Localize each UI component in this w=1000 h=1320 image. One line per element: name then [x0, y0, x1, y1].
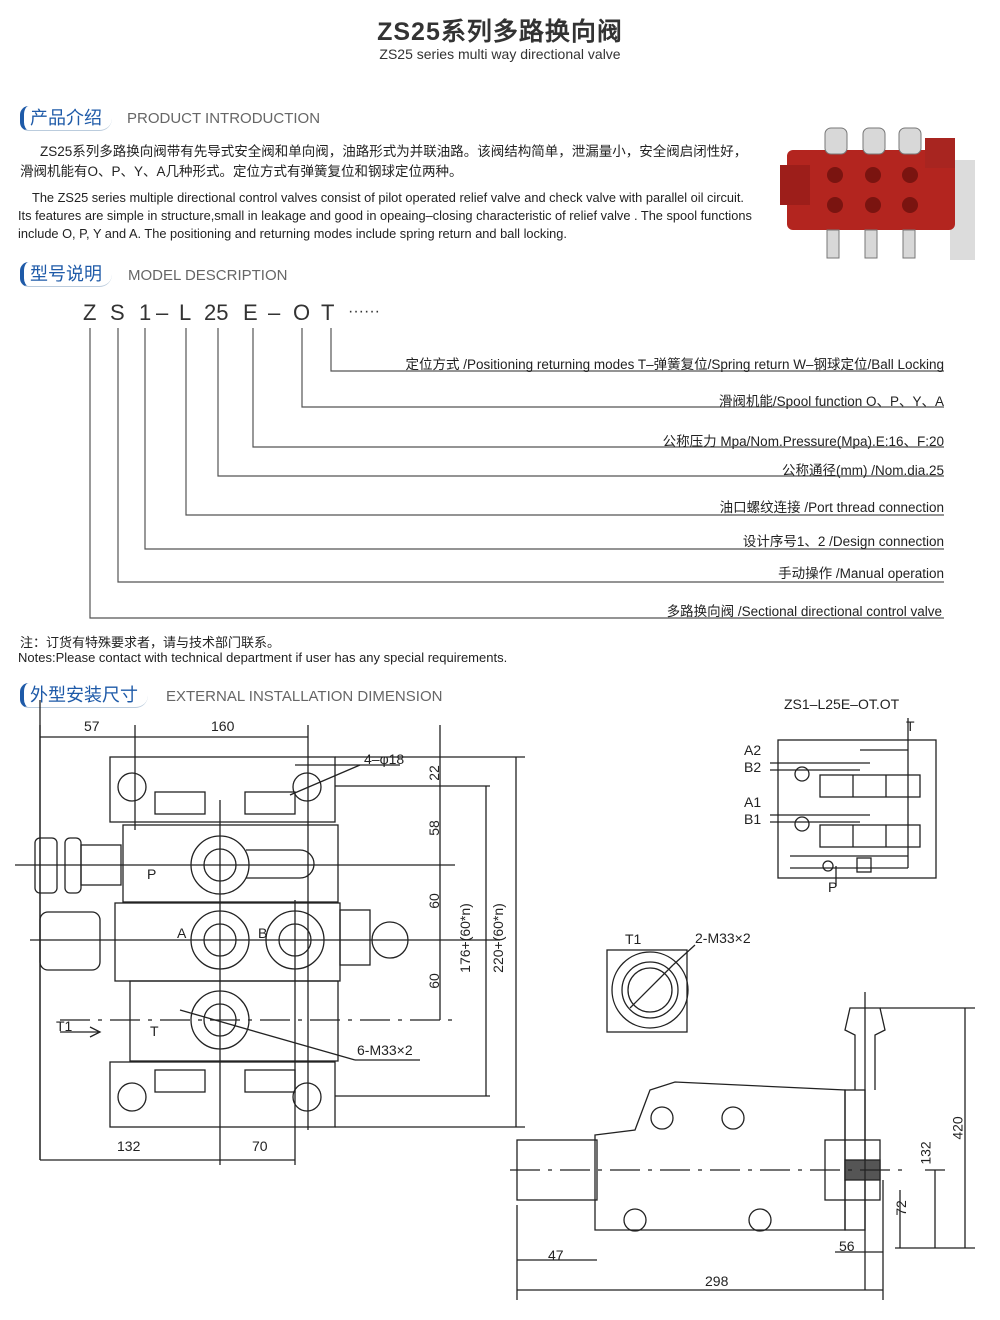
- page-title: ZS25系列多路换向阀: [377, 18, 623, 46]
- section-title-model: MODEL DESCRIPTION: [128, 267, 288, 284]
- model-label-diameter: 公称通径(mm) /Nom.dia.25: [781, 463, 944, 478]
- dim-22: 22: [425, 765, 442, 781]
- model-label-manual: 手动操作 /Manual operation: [778, 566, 944, 581]
- schematic-title: ZS1–L25E–OT.OT: [784, 696, 900, 712]
- model-leader-lines: [89, 328, 944, 619]
- port-t-label: T: [150, 1023, 159, 1039]
- schematic-b1-label: B1: [744, 811, 762, 827]
- code-char: S: [110, 300, 125, 325]
- code-char: –: [156, 300, 169, 325]
- code-char: 1: [139, 300, 152, 325]
- dim-56: 56: [839, 1238, 855, 1254]
- schematic-a2-label: A2: [744, 742, 762, 758]
- dim-220: 220+(60*n): [489, 903, 506, 973]
- model-label-thread: 油口螺纹连接 /Port thread connection: [719, 500, 944, 515]
- schematic-t-label: T: [906, 718, 915, 734]
- port-t1-label: T1: [56, 1018, 73, 1034]
- port-b-label: B: [258, 925, 268, 941]
- code-char: Z: [83, 300, 97, 325]
- code-char: ······: [348, 303, 380, 320]
- dim-58: 58: [425, 820, 442, 836]
- dim-60a: 60: [425, 893, 442, 909]
- port-a-label: A: [177, 925, 187, 941]
- code-char: E: [243, 300, 258, 325]
- section-title-cn: 产品介绍: [30, 108, 102, 128]
- dim-holes: 4–φ18: [364, 751, 405, 767]
- section-title-dimension: EXTERNAL INSTALLATION DIMENSION: [166, 688, 443, 705]
- dim-176: 176+(60*n): [456, 903, 473, 973]
- intro-text-cn: ZS25系列多路换向阀带有先导式安全阀和单向阀，油路形式为并联油路。该阀结构简单…: [20, 144, 748, 179]
- port-view-drawing: [606, 944, 696, 1033]
- section-title-intro: PRODUCT INTRODUCTION: [127, 110, 321, 127]
- model-label-sectional: 多路换向阀 /Sectional directional control val…: [666, 604, 942, 619]
- dim-72: 72: [892, 1200, 909, 1216]
- model-label-pressure: 公称压力 Mpa/Nom.Pressure(Mpa).E:16、F:20: [662, 434, 944, 449]
- dim-ports: 6-M33×2: [357, 1042, 413, 1058]
- intro-text-en: The ZS25 series multiple directional con…: [18, 190, 752, 241]
- port-view-thread-label: 2-M33×2: [695, 930, 751, 946]
- page-subtitle: ZS25 series multi way directional valve: [379, 46, 621, 62]
- schematic-b2-label: B2: [744, 759, 762, 775]
- section-title-cn: 外型安装尺寸: [30, 685, 138, 705]
- model-label-positioning: 定位方式 /Positioning returning modes T–弹簧复位…: [405, 357, 944, 372]
- dim-132-side: 132: [917, 1141, 934, 1165]
- dim-57: 57: [84, 718, 100, 734]
- side-view-drawing: [510, 992, 975, 1300]
- front-view-drawing: [15, 700, 525, 1165]
- schematic-p-label: P: [828, 879, 838, 895]
- valve-photo: [775, 120, 980, 270]
- hydraulic-schematic: [770, 718, 937, 886]
- port-p-label: P: [147, 866, 157, 882]
- code-char: –: [268, 300, 281, 325]
- section-badge-model: 型号说明: [20, 262, 112, 287]
- dim-60b: 60: [425, 973, 442, 989]
- dim-132: 132: [117, 1138, 141, 1154]
- dim-47: 47: [548, 1247, 564, 1263]
- dim-160: 160: [211, 718, 235, 734]
- note-cn: 注：订货有特殊要求者，请与技术部门联系。: [20, 635, 281, 650]
- dim-298: 298: [705, 1273, 729, 1289]
- schematic-a1-label: A1: [744, 794, 762, 810]
- port-view-t1-label: T1: [625, 931, 642, 947]
- code-char: O: [293, 300, 311, 325]
- dim-420: 420: [949, 1116, 966, 1140]
- code-char: 25: [204, 300, 229, 325]
- section-title-cn: 型号说明: [30, 264, 102, 284]
- code-char: T: [321, 300, 335, 325]
- model-label-design: 设计序号1、2 /Design connection: [742, 534, 944, 549]
- model-label-spool: 滑阀机能/Spool function O、P、Y、A: [718, 394, 944, 409]
- section-badge-dimension: 外型安装尺寸: [20, 683, 148, 708]
- section-badge-intro: 产品介绍: [20, 106, 112, 131]
- code-char: L: [179, 300, 192, 325]
- note-en: Notes:Please contact with technical depa…: [18, 650, 508, 665]
- dim-70: 70: [252, 1138, 268, 1154]
